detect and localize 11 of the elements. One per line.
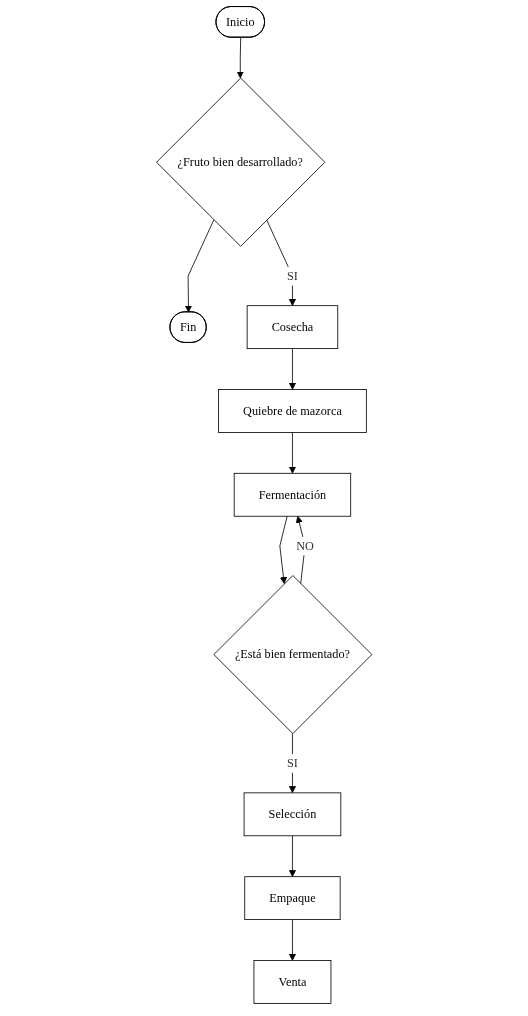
node-diamond: ¿Fruto bien desarrollado? bbox=[155, 77, 325, 247]
node-box: Quiebre de mazorca bbox=[217, 389, 367, 433]
edge-label: SI bbox=[286, 269, 298, 283]
edge-label: SI bbox=[286, 756, 298, 770]
node-diamond: ¿Está bien fermentado? bbox=[213, 575, 373, 734]
node-box: Venta bbox=[253, 960, 332, 1004]
node-box: Empaque bbox=[244, 876, 341, 920]
node-box: Fermentación bbox=[233, 472, 351, 517]
node-box: Selección bbox=[243, 792, 341, 837]
node-box: Cosecha bbox=[246, 305, 338, 349]
edge-label: NO bbox=[295, 539, 314, 553]
